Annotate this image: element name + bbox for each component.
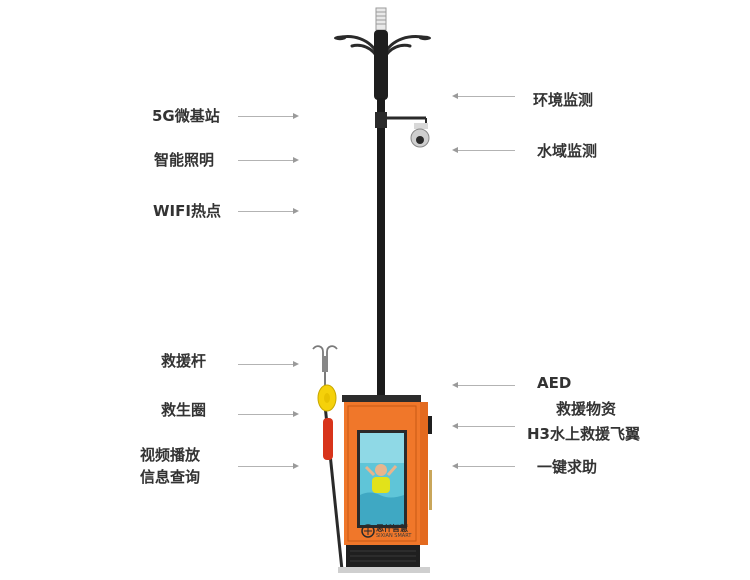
label-wifi-hotspot: WIFI热点 xyxy=(153,202,221,220)
dome-camera xyxy=(410,123,430,148)
arrow-wifi xyxy=(238,208,299,214)
arrow-video xyxy=(238,463,299,469)
label-water-monitoring: 水域监测 xyxy=(537,142,598,160)
arrow-water xyxy=(452,147,515,153)
arrow-supplies xyxy=(452,423,515,429)
label-life-buoy: 救生圈 xyxy=(161,401,207,419)
arrow-sos xyxy=(452,463,515,469)
label-environment-monitoring: 环境监测 xyxy=(533,91,594,109)
cabinet-cap xyxy=(342,395,421,402)
label-sos-button: 一键求助 xyxy=(537,458,598,476)
ground-plate xyxy=(338,567,430,573)
rescue-tube xyxy=(323,418,333,460)
arrow-rescue-pole xyxy=(238,361,299,367)
cabinet-logo-subtext: SIXIAN SMART xyxy=(376,533,412,539)
arrow-aed xyxy=(452,382,515,388)
arrow-life-buoy xyxy=(238,411,299,417)
label-rescue-supplies: 救援物资 xyxy=(556,400,617,418)
label-smart-lighting: 智能照明 xyxy=(154,151,215,169)
label-aed: AED xyxy=(537,374,572,392)
label-video-info: 视频播放 信息查询 xyxy=(140,444,200,488)
lamp-heads xyxy=(334,35,431,41)
label-video-line2: 信息查询 xyxy=(140,468,201,486)
arrow-5g xyxy=(238,113,299,119)
5g-station-body xyxy=(374,30,388,100)
weather-sensor xyxy=(375,7,387,31)
rescue-hook xyxy=(312,345,338,372)
sos-button xyxy=(428,416,432,434)
cabinet-logo-text: 思仟智慧 xyxy=(376,524,408,533)
arrow-environment xyxy=(452,93,515,99)
label-h3-flying-wing: H3水上救援飞翼 xyxy=(527,425,640,443)
label-rescue-pole: 救援杆 xyxy=(161,352,207,370)
pole-shaft xyxy=(377,98,385,398)
door-handle xyxy=(429,470,432,510)
cabinet-logo xyxy=(361,524,375,538)
label-5g-micro-station: 5G微基站 xyxy=(152,107,220,125)
label-video-line1: 视频播放 xyxy=(140,446,201,464)
arrow-lighting xyxy=(238,157,299,163)
